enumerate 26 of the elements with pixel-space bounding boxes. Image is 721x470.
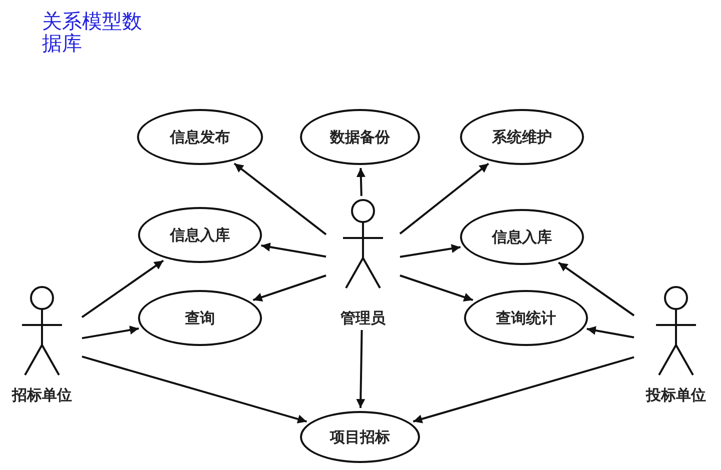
arrow [400, 244, 461, 258]
actor-label: 投标单位 [644, 386, 707, 405]
use-case-ellipse: 查询统计 [464, 290, 588, 346]
use-case-ellipse: 系统维护 [460, 109, 584, 165]
arrow [356, 168, 366, 196]
arrow [412, 356, 634, 424]
arrow [252, 274, 326, 302]
use-case-ellipse: 信息入库 [460, 209, 584, 265]
arrow [586, 326, 634, 338]
actor-label: 招标单位 [10, 386, 73, 405]
arrow [81, 260, 164, 318]
actor-label: 管理员 [340, 309, 386, 328]
use-case-ellipse: 数据备份 [300, 109, 420, 165]
arrow [356, 330, 366, 408]
use-case-ellipse: 查询 [138, 290, 262, 346]
arrow [82, 356, 307, 424]
arrow [399, 162, 490, 234]
arrow [558, 262, 635, 316]
arrow [261, 242, 326, 258]
arrow [234, 162, 327, 236]
use-case-ellipse: 项目招标 [300, 411, 420, 463]
use-case-ellipse: 信息入库 [138, 207, 262, 263]
use-case-ellipse: 信息发布 [137, 109, 263, 165]
diagram-title: 关系模型数据库 [42, 10, 143, 54]
arrow [400, 274, 474, 302]
arrow [82, 326, 139, 340]
